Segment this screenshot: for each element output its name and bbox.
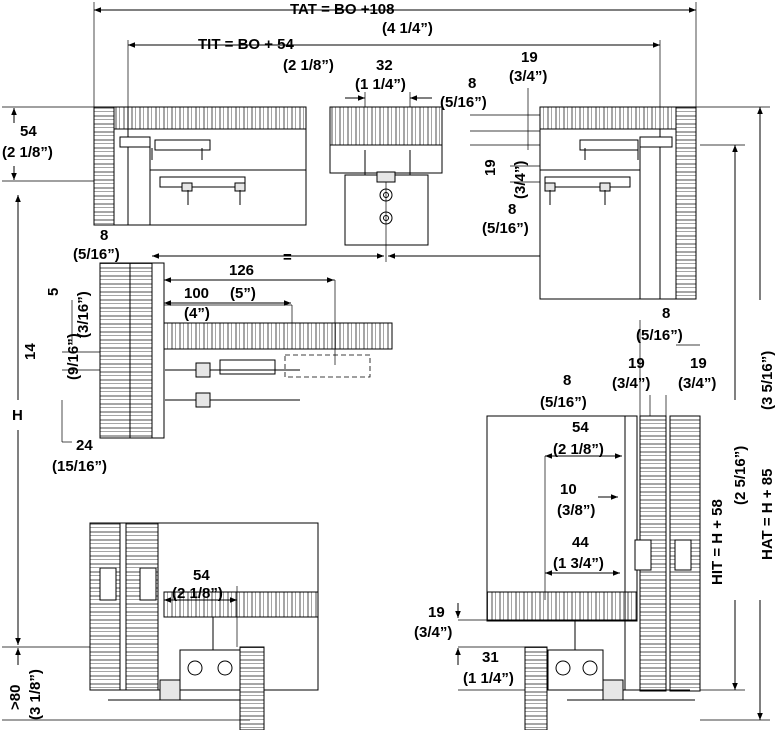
dim-100: 100	[184, 285, 209, 302]
dim-54-bl: 54	[193, 567, 210, 584]
dim-14-inch: (9/16”)	[65, 333, 82, 380]
dim-31-inch: (1 1/4”)	[463, 670, 514, 687]
dim-32-inch: (1 1/4”)	[355, 76, 406, 93]
dim-100-inch: (4”)	[184, 305, 210, 322]
dim-126: 126	[229, 262, 254, 279]
dim-32-label: 32	[376, 57, 393, 74]
tit-label: TIT = BO + 54	[198, 36, 295, 53]
dim-8-top: 8	[468, 75, 476, 92]
dim-54-r-inch: (2 1/8”)	[553, 441, 604, 458]
dim-44-inch: (1 3/4”)	[553, 555, 604, 572]
dim-8-tr-inch: (5/16”)	[482, 220, 529, 237]
hat-label: HAT = H + 85	[759, 469, 776, 560]
right-cabinet-assembly	[486, 415, 701, 730]
dim-5: 5	[45, 288, 62, 296]
hit-inch-label: (2 5/16”)	[732, 446, 749, 505]
dim-19-r-a-inch: (3/4”)	[612, 375, 650, 392]
dim-8-r-top-inch: (5/16”)	[636, 327, 683, 344]
dim-8-r-top: 8	[662, 305, 670, 322]
h-label: H	[12, 407, 23, 424]
dim-54-tl-inch: (2 1/8”)	[2, 144, 53, 161]
dim-54-r: 54	[572, 419, 589, 436]
tat-inch-label: (4 1/4”)	[382, 20, 433, 37]
top-right-corner-cabinet	[539, 106, 697, 300]
dim-19-tr-inch: (3/4”)	[512, 161, 529, 199]
top-center-handle-unit	[329, 106, 443, 262]
dim-44: 44	[572, 534, 589, 551]
dim-54-bl-inch: (2 1/8”)	[172, 585, 223, 602]
dim-126-inch: (5”)	[230, 285, 256, 302]
dim-54-tl: 54	[20, 123, 37, 140]
dim-10-inch: (3/8”)	[557, 502, 595, 519]
tat-label: TAT = BO +108	[290, 1, 394, 18]
dim-8-tr: 8	[508, 201, 516, 218]
dim-19-r-a: 19	[628, 355, 645, 372]
dim-80-inch: (3 1/8”)	[27, 669, 44, 720]
bottom-left-cabinet	[89, 522, 319, 730]
dim-80: >80	[7, 685, 24, 710]
mid-left-wall-panel	[99, 262, 393, 439]
dim-8-top-inch: (5/16”)	[440, 94, 487, 111]
dim-8-ml-inch: (5/16”)	[73, 246, 120, 263]
dim-19-r-b-inch: (3/4”)	[678, 375, 716, 392]
dim-19-r-b: 19	[690, 355, 707, 372]
hit-label: HIT = H + 58	[709, 499, 726, 585]
dim-24-inch: (15/16”)	[52, 458, 107, 475]
dim-10: 10	[560, 481, 577, 498]
dim-19-top-inch: (3/4”)	[509, 68, 547, 85]
eq-left: =	[283, 249, 292, 266]
dim-24: 24	[76, 437, 93, 454]
dim-19-r-c-inch: (3/4”)	[414, 624, 452, 641]
dim-14: 14	[22, 343, 39, 360]
dim-8-ml: 8	[100, 227, 108, 244]
dim-8-r-b: 8	[563, 372, 571, 389]
tat-dimension	[93, 2, 697, 110]
dim-8-r-b-inch: (5/16”)	[540, 394, 587, 411]
dim-19-tr: 19	[482, 159, 499, 176]
dim-19-r-c: 19	[428, 604, 445, 621]
dim-54-top-left	[2, 106, 94, 182]
dim-31: 31	[482, 649, 499, 666]
hat-inch-label: (3 5/16”)	[759, 351, 776, 410]
dim-5-inch: (3/16”)	[75, 291, 92, 338]
tit-inch-label: (2 1/8”)	[283, 57, 334, 74]
hit-dimension	[700, 144, 745, 691]
hat-dimension	[696, 106, 770, 721]
top-left-corner-cabinet	[93, 106, 307, 226]
dim-19-top: 19	[521, 49, 538, 66]
